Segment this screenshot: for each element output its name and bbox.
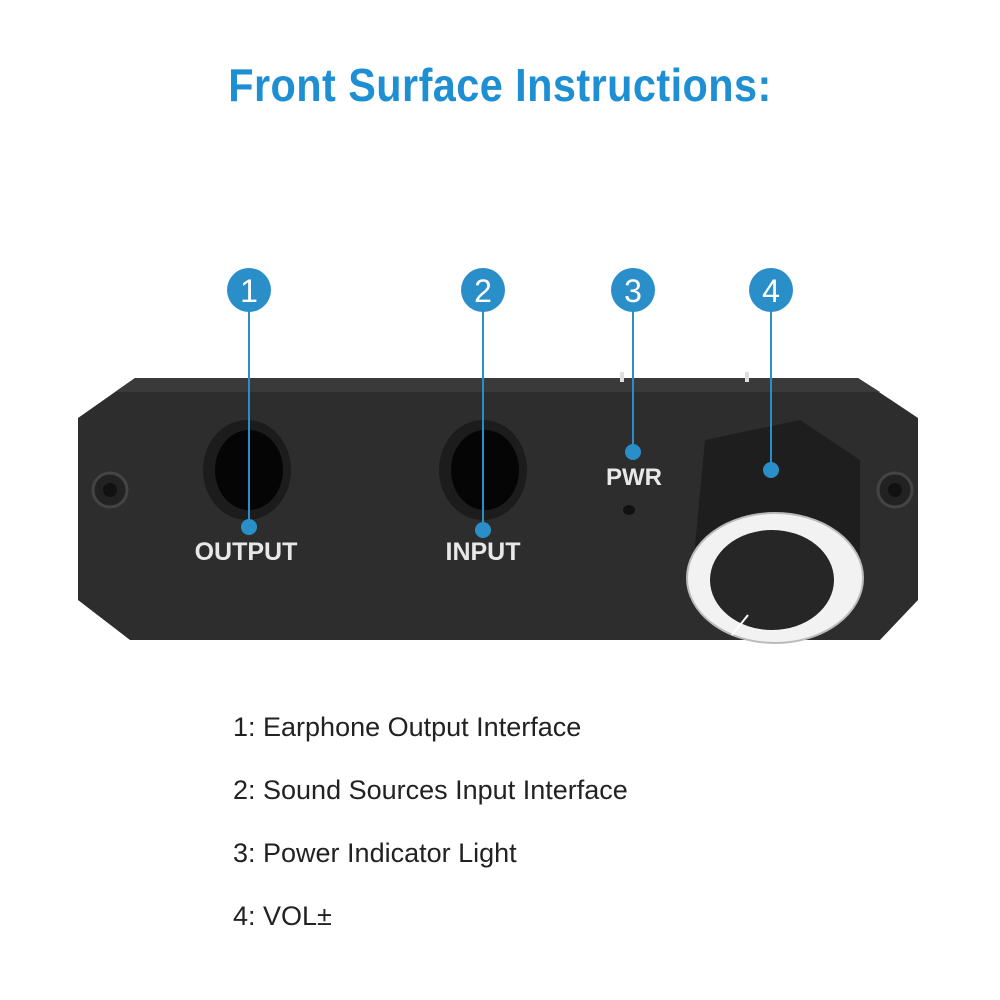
legend-item-4: 4: VOL± xyxy=(233,901,332,931)
callout-dot-4 xyxy=(763,462,779,478)
volume-knob xyxy=(686,420,864,644)
callout-dot-1 xyxy=(241,519,257,535)
marker-4-number: 4 xyxy=(762,273,780,309)
power-led xyxy=(623,505,635,515)
marker-2 xyxy=(461,268,505,312)
pwr-label: PWR xyxy=(606,464,662,491)
legend-item-1: 1: Earphone Output Interface xyxy=(233,712,582,742)
page-title: Front Surface Instructions: xyxy=(228,59,772,111)
marker-2-number: 2 xyxy=(474,273,492,309)
output-jack xyxy=(203,420,291,520)
marker-3-number: 3 xyxy=(624,273,642,309)
screw-right-icon xyxy=(876,471,914,509)
legend-item-2: 2: Sound Sources Input Interface xyxy=(233,775,628,805)
callout-dot-2 xyxy=(475,522,491,538)
legend-item-3: 3: Power Indicator Light xyxy=(233,838,517,868)
marker-4 xyxy=(749,268,793,312)
screw-left-icon xyxy=(91,471,129,509)
marker-3 xyxy=(611,268,655,312)
marker-1-number: 1 xyxy=(240,273,258,309)
output-label: OUTPUT xyxy=(195,538,298,566)
input-label: INPUT xyxy=(446,538,521,566)
marker-1 xyxy=(227,268,271,312)
callout-dot-3 xyxy=(625,444,641,460)
